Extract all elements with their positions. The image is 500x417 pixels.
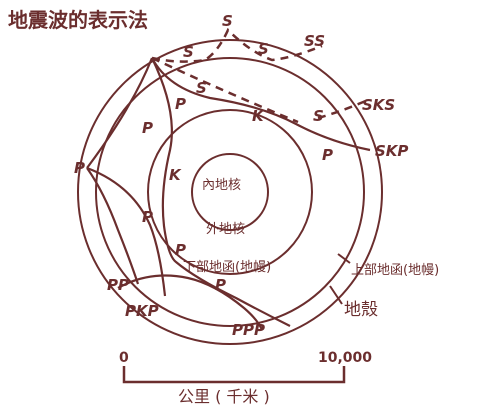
inner-core-label: 內地核: [202, 178, 241, 193]
ray-label-s-top: S: [222, 12, 233, 30]
ray-label-p-lower: P: [175, 241, 186, 259]
scale-bar: [122, 366, 346, 384]
ray-label-pkp: PKP: [125, 302, 159, 320]
earth-surface-circle: [77, 39, 383, 345]
crust-leader: [329, 285, 343, 305]
diagram-title: 地震波的表示法: [8, 8, 148, 32]
ray-label-s-left: S: [183, 43, 194, 61]
p-ray-path-left: [86, 57, 154, 169]
ray-label-k-upper: K: [252, 107, 265, 125]
scale-start-label: 0: [119, 350, 129, 366]
ray-label-pp: PP: [107, 276, 129, 294]
mantle-boundary-circle: [95, 57, 365, 327]
ray-label-sks: SKS: [362, 96, 395, 114]
skp-ray-path: [151, 57, 371, 152]
sks-ray-path: [317, 98, 369, 120]
ray-label-p-skp: P: [322, 146, 333, 164]
lower-mantle-label: 下部地函(地幔): [183, 260, 271, 275]
ray-label-ss: SS: [304, 32, 325, 50]
outer-core-circle: [147, 109, 313, 275]
ray-label-p-mid-left: P: [142, 208, 153, 226]
crust-label: 地殼: [344, 300, 378, 320]
scale-unit-label: 公里 ( 千米 ): [178, 387, 270, 406]
inner-core-circle: [191, 153, 269, 231]
p-ray-path-inner: [151, 57, 291, 327]
ray-label-k-left: K: [169, 166, 182, 184]
ray-label-p-pp: P: [215, 276, 226, 294]
pp-ray-path: [86, 167, 140, 285]
ss-ray-path: [151, 27, 323, 63]
scale-end-label: 10,000: [318, 350, 372, 366]
ray-label-s-mid: S: [313, 107, 324, 125]
ray-label-s-right: S: [258, 40, 269, 58]
upper-mantle-leader: [337, 253, 351, 264]
pkp-ray-path: [86, 166, 167, 297]
outer-core-label: 外地核: [206, 222, 245, 237]
s-ray-path: [151, 56, 299, 124]
ray-label-p-near-s: P: [175, 95, 186, 113]
ray-label-p-upper-left: P: [142, 119, 153, 137]
ray-label-p-far-left: P: [74, 159, 85, 177]
ray-label-skp: SKP: [375, 142, 408, 160]
ppp-ray-path: [117, 274, 264, 331]
ray-label-ppp: PPP: [232, 321, 265, 339]
upper-mantle-label: 上部地函(地幔): [351, 263, 439, 278]
ray-label-s-upper: S: [196, 79, 207, 97]
